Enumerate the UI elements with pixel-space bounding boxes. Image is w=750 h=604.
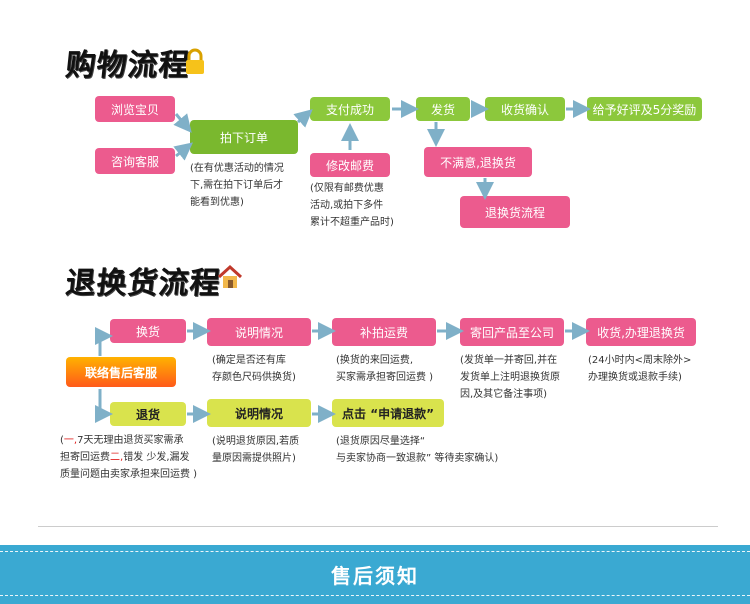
fee-note-line: 活动,或拍下多件 xyxy=(310,200,384,211)
explain2-note-line: 量原因需提供照片) xyxy=(212,453,296,464)
receive-box: 收货,办理退换货 xyxy=(586,318,696,346)
explain-box-1: 说明情况 xyxy=(207,318,311,346)
fee-note: (仅限有邮费优惠 活动,或拍下多件 累计不超重产品时) xyxy=(310,180,394,231)
explain-box-2: 说明情况 xyxy=(207,399,311,427)
send-note: (发货单一并寄回,并在 发货单上注明退换货原 因,及其它备注事项) xyxy=(460,352,560,403)
explain2-note-line: (说明退货原因,若质 xyxy=(212,436,300,447)
refund-note-line-1: (一,7天无理由退货买家需承 xyxy=(60,432,197,449)
explain1-note-line: (确定是否还有库 xyxy=(212,355,286,366)
flow-arrows xyxy=(95,100,591,423)
fee-note-line: 累计不超重产品时) xyxy=(310,217,394,228)
refund-note-text: 7天无理由退货买家需承 xyxy=(77,435,184,446)
click-apply-box: 点击 “申请退款” xyxy=(332,399,444,427)
explain2-note: (说明退货原因,若质 量原因需提供照片) xyxy=(212,433,299,467)
arrow-order-pay xyxy=(293,109,313,128)
send-note-line: (发货单一并寄回,并在 xyxy=(460,355,558,366)
send-note-line: 发货单上注明退换货原 xyxy=(460,372,560,383)
order-note-line: 能看到优惠) xyxy=(190,197,244,208)
contact-service-box: 联络售后客服 xyxy=(66,357,176,387)
apply-note: (退货原因尽量选择“ 与卖家协商一致退款” 等待卖家确认) xyxy=(336,433,498,467)
pay-note-line: 买家需承担寄回运费 ) xyxy=(336,372,434,383)
house-icon xyxy=(217,264,243,288)
receive-note-line: 办理换货或退款手续) xyxy=(588,372,682,383)
order-note: (在有优惠活动的情况 下,需在拍下订单后才 能看到优惠) xyxy=(190,160,284,211)
explain1-note: (确定是否还有库 存颜色尺码供换货) xyxy=(212,352,296,386)
refund-note-number: 二, xyxy=(110,452,124,463)
consult-box: 咨询客服 xyxy=(95,148,175,174)
after-sales-banner: 售后须知 xyxy=(0,545,750,604)
arrow-browse-order xyxy=(173,113,192,133)
browse-box: 浏览宝贝 xyxy=(95,96,175,122)
pay-shipping-box: 补拍运费 xyxy=(332,318,436,346)
arrow-contact-refund xyxy=(95,389,113,423)
section-divider xyxy=(38,526,718,527)
receive-note-line: (24小时内<周末除外> xyxy=(588,355,692,366)
receive-note: (24小时内<周末除外> 办理换货或退款手续) xyxy=(588,352,691,386)
apply-note-line: (退货原因尽量选择“ xyxy=(336,436,426,447)
refund-note-number: 一, xyxy=(63,435,78,446)
refund-note-line-3: 质量问题由卖家承担来回运费 ) xyxy=(60,469,198,480)
banner-dashed-line-bottom xyxy=(0,595,750,596)
refund-note: (一,7天无理由退货买家需承 担寄回运费二,错发 少发,漏发 质量问题由卖家承担… xyxy=(60,432,197,483)
banner-dashed-line-top xyxy=(0,551,750,552)
refund-note-line-2: 担寄回运费二,错发 少发,漏发 xyxy=(60,449,197,466)
send-note-line: 因,及其它备注事项) xyxy=(460,389,548,400)
ship-box: 发货 xyxy=(416,97,470,121)
pay-success-box: 支付成功 xyxy=(310,97,390,121)
order-box: 拍下订单 xyxy=(190,120,298,154)
exchange-box: 换货 xyxy=(110,319,186,343)
modify-fee-box: 修改邮费 xyxy=(310,153,390,177)
fee-note-line: (仅限有邮费优惠 xyxy=(310,183,384,194)
lock-icon xyxy=(186,48,204,74)
confirm-box: 收货确认 xyxy=(485,97,565,121)
unsatisfied-box: 不满意,退换货 xyxy=(424,147,532,177)
order-note-line: (在有优惠活动的情况 xyxy=(190,163,284,174)
pay-note: (换货的来回运费, 买家需承担寄回运费 ) xyxy=(336,352,433,386)
send-back-box: 寄回产品至公司 xyxy=(460,318,564,346)
arrow-consult-order xyxy=(173,142,194,161)
refund-box: 退货 xyxy=(110,402,186,426)
arrow-contact-exchange xyxy=(95,327,113,356)
banner-title: 售后须知 xyxy=(331,564,419,588)
explain1-note-line: 存颜色尺码供换货) xyxy=(212,372,296,383)
refund-note-text: ( xyxy=(60,435,64,446)
order-note-line: 下,需在拍下订单后才 xyxy=(190,180,284,191)
apply-note-line: 与卖家协商一致退款” 等待卖家确认) xyxy=(336,453,499,464)
refund-note-text: 担寄回运费 xyxy=(60,452,110,463)
pay-note-line: (换货的来回运费, xyxy=(336,355,414,366)
review-box: 给予好评及5分奖励 xyxy=(587,97,702,121)
refund-note-text: 错发 少发,漏发 xyxy=(123,452,190,463)
return-flow-box: 退换货流程 xyxy=(460,196,570,228)
